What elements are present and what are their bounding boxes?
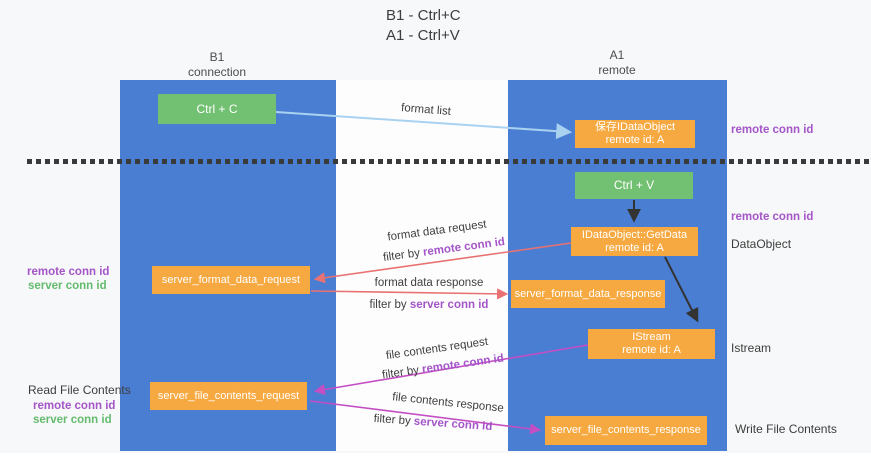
node-file-request-label: server_file_contents_request (157, 389, 300, 402)
filter-key-server-conn-id: server conn id (409, 299, 489, 311)
node-format-response-label: server_format_data_response (514, 287, 662, 300)
right-remote-conn-id-top: remote conn id (731, 124, 814, 136)
left-legend-bottom-server-conn-id: server conn id (33, 414, 112, 426)
lane-left-name: B1 (209, 50, 225, 64)
node-file-response-label: server_file_contents_response (551, 424, 701, 436)
node-server-file-contents-response: server_file_contents_response (545, 416, 707, 445)
node-server-format-data-response: server_format_data_response (511, 280, 665, 308)
node-save-idataobject: 保存IDataObject remote id: A (575, 120, 695, 148)
node-server-file-contents-request: server_file_contents_request (150, 382, 307, 410)
lane-right-role: remote (598, 63, 636, 77)
dataobject-label: DataObject (731, 237, 792, 251)
lane-right-name: A1 (609, 48, 625, 62)
title-line-2: A1 - Ctrl+V (386, 27, 460, 44)
node-istream: IStream remote id: A (588, 329, 715, 359)
node-ctrl-v-label: Ctrl + V (613, 178, 655, 192)
right-remote-conn-id-mid: remote conn id (731, 211, 814, 223)
node-ctrl-c-label: Ctrl + C (196, 101, 238, 116)
lane-header-left: B1 connection (157, 50, 277, 80)
left-legend-remote-conn-id: remote conn id (27, 266, 110, 278)
lane-header-right: A1 remote (557, 48, 677, 78)
node-save-idataobject-line2: remote id: A (605, 134, 665, 146)
format-data-response-filter-label: filter by server conn id (370, 299, 489, 311)
left-legend-bottom-remote-conn-id: remote conn id (33, 400, 116, 412)
node-server-format-data-request: server_format_data_request (152, 266, 310, 294)
diagram-title: B1 - Ctrl+C A1 - Ctrl+V (386, 6, 461, 46)
lane-left-role: connection (187, 65, 247, 79)
write-file-contents-label: Write File Contents (735, 422, 837, 436)
istream-label: Istream (731, 341, 772, 355)
read-file-contents-label: Read File Contents (28, 383, 131, 397)
copy-paste-separator-line (27, 159, 871, 164)
format-data-response-label: format data response (374, 277, 484, 289)
node-getdata-line1: IDataObject::GetData (581, 228, 688, 241)
left-legend-server-conn-id: server conn id (28, 280, 107, 292)
node-idataobject-getdata: IDataObject::GetData remote id: A (571, 227, 698, 256)
node-istream-line2: remote id: A (622, 344, 681, 356)
node-getdata-line2: remote id: A (605, 241, 664, 254)
title-line-1: B1 - Ctrl+C (386, 7, 461, 24)
node-save-idataobject-line1: 保存IDataObject (594, 121, 676, 133)
node-format-request-label: server_format_data_request (161, 273, 301, 286)
node-istream-line1: IStream (632, 331, 671, 343)
node-ctrl-v: Ctrl + V (575, 172, 693, 199)
canvas-bottom-strip (0, 453, 871, 467)
filter-by-text: filter by (369, 299, 410, 311)
node-ctrl-c: Ctrl + C (158, 94, 276, 124)
